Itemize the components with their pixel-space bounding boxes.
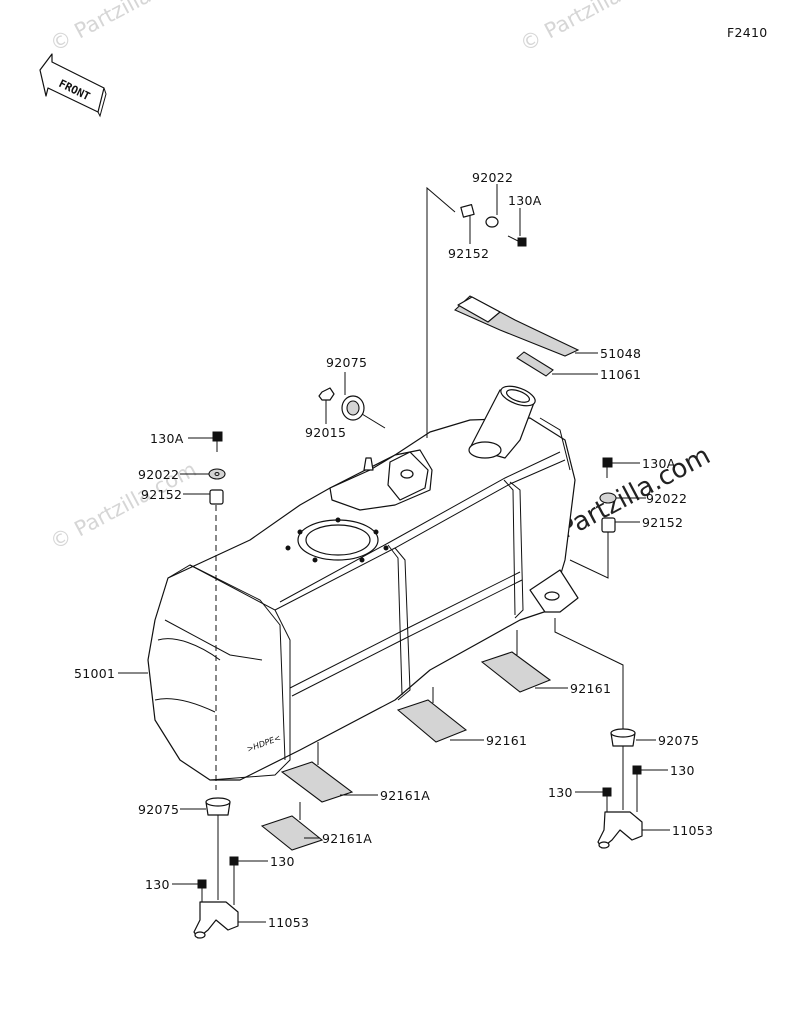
- bracket-left: [193, 901, 239, 939]
- pad-left-2: [260, 802, 324, 851]
- figure-code: F2410: [727, 25, 768, 40]
- right-top-hardware: [569, 457, 646, 579]
- callout-pad-left-2: 92161A: [322, 831, 372, 846]
- bracket-right: [597, 811, 643, 849]
- callout-bolt-right-a: 130: [670, 763, 695, 778]
- grommet-right: [610, 728, 636, 747]
- callout-grommet-top: 92075: [326, 355, 367, 370]
- callout-left-bolt: 130A: [150, 431, 184, 446]
- bolt-top: [507, 235, 527, 247]
- callout-gasket: 11061: [600, 367, 641, 382]
- callout-bracket-right: 11053: [672, 823, 713, 838]
- grommet-upper: [341, 372, 386, 429]
- front-arrow-icon: FRONT: [39, 53, 107, 118]
- callout-pad-right: 92161: [570, 681, 611, 696]
- gasket: [516, 351, 598, 377]
- callout-top-bolt: 130A: [508, 193, 542, 208]
- callout-pad-left-1: 92161A: [380, 788, 430, 803]
- cover-plate: [454, 295, 598, 357]
- fuel-tank: >HDPE<: [147, 385, 579, 790]
- callout-bracket-left: 11053: [268, 915, 309, 930]
- cap-top: [485, 216, 499, 228]
- callout-left-collar: 92152: [141, 487, 182, 502]
- pad-mid: [396, 687, 484, 743]
- callout-right-washer: 92022: [646, 491, 687, 506]
- callout-nut: 92015: [305, 425, 346, 440]
- collar-top: [460, 204, 475, 218]
- callout-grommet-left: 92075: [138, 802, 179, 817]
- callout-pad-mid: 92161: [486, 733, 527, 748]
- watermark-top-right: © Partzilla.com: [516, 0, 670, 56]
- grommet-left: [205, 797, 231, 816]
- callout-bolt-right-b: 130: [548, 785, 573, 800]
- callout-right-bolt: 130A: [642, 456, 676, 471]
- right-mount: [554, 618, 670, 849]
- callout-right-collar: 92152: [642, 515, 683, 530]
- callout-grommet-right: 92075: [658, 733, 699, 748]
- nut-upper: [318, 387, 335, 424]
- pad-right: [480, 630, 568, 693]
- callout-left-washer: 92022: [138, 467, 179, 482]
- watermark-top-left: © Partzilla.com: [46, 0, 200, 56]
- left-top-hardware: [180, 431, 226, 505]
- callout-bolt-left-a: 130: [270, 854, 295, 869]
- callout-top-cap: 92022: [472, 170, 513, 185]
- left-mount: [172, 797, 268, 939]
- callout-top-collar: 92152: [448, 246, 489, 261]
- callout-tank: 51001: [74, 666, 115, 681]
- pad-left-1: [280, 742, 378, 803]
- top-assembly: [426, 184, 527, 438]
- callout-bolt-left-b: 130: [145, 877, 170, 892]
- callout-cover: 51048: [600, 346, 641, 361]
